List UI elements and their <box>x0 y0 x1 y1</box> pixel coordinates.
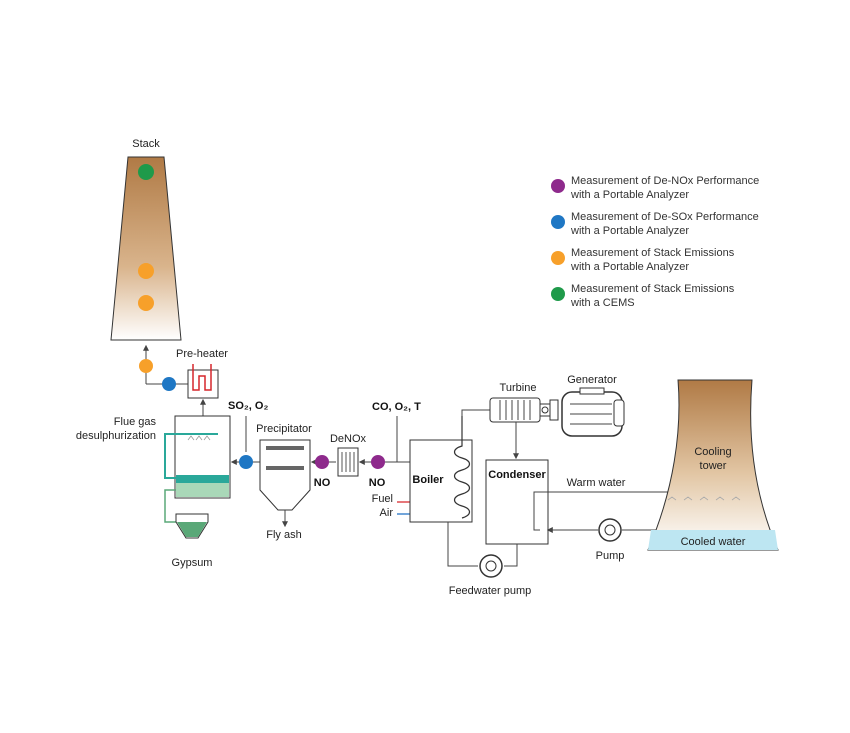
fly-ash-label: Fly ash <box>266 529 301 541</box>
fgd-slurry <box>176 483 229 497</box>
legend-desox-line2: with a Portable Analyzer <box>570 225 689 237</box>
preheater-outlet-point <box>162 377 176 391</box>
fgd-liquid-band <box>176 475 229 483</box>
denox-label: DeNOx <box>330 433 367 445</box>
gypsum-fill <box>177 522 207 537</box>
condenser <box>485 459 549 545</box>
generator-endcap <box>613 399 625 427</box>
tower-spray <box>667 496 741 501</box>
legend-marker-denox <box>551 179 565 193</box>
warm-water-label: Warm water <box>567 477 626 489</box>
fgd-nozzles <box>187 435 211 441</box>
legend-denox-line1: Measurement of De-NOx Performance <box>571 175 759 187</box>
feedwater-pump-label: Feedwater pump <box>449 585 532 597</box>
fgd-to-gypsum-line <box>164 489 176 523</box>
legend: Measurement of De-NOx Performance with a… <box>551 175 759 309</box>
turbine-label: Turbine <box>500 382 537 394</box>
precipitator-label: Precipitator <box>256 423 312 435</box>
boiler-to-feedpump-line <box>447 522 478 567</box>
precipitator <box>259 439 311 511</box>
boiler-to-turbine-line <box>461 409 490 416</box>
generator-top-box <box>579 387 605 395</box>
denox-outlet-point <box>315 455 329 469</box>
legend-marker-desox <box>551 215 565 229</box>
fuel-label: Fuel <box>372 493 393 505</box>
boiler-label: Boiler <box>412 474 444 486</box>
condenser-to-feedpump-line <box>504 544 518 567</box>
generator-shaft <box>549 399 559 421</box>
legend-stack-cems-line1: Measurement of Stack Emissions <box>571 283 735 295</box>
fgd-recirculation <box>164 433 218 479</box>
boiler-coil <box>453 416 471 519</box>
cooled-water-basin <box>648 530 778 550</box>
cooling-pump-impeller <box>604 524 616 536</box>
legend-desox-line1: Measurement of De-SOx Performance <box>571 211 759 223</box>
legend-marker-stack-portable <box>551 251 565 265</box>
boiler <box>409 439 473 523</box>
no-left-label: NO <box>314 477 331 489</box>
denox-inlet-point <box>371 455 385 469</box>
legend-stack-portable-line1: Measurement of Stack Emissions <box>571 247 735 259</box>
co-o2-t-label: CO, O₂, T <box>372 401 421 413</box>
legend-denox-line2: with a Portable Analyzer <box>570 189 689 201</box>
precipitator-plate-top <box>266 446 304 450</box>
fgd-label-line2: desulphurization <box>76 430 156 442</box>
cooling-tower-label-line1: Cooling <box>694 446 731 458</box>
legend-stack-portable-line2: with a Portable Analyzer <box>570 261 689 273</box>
preheater-label: Pre-heater <box>176 348 228 360</box>
stack-portable-point-2 <box>138 295 154 311</box>
coupling-hub <box>541 406 549 414</box>
turbine <box>489 397 541 423</box>
condenser-label: Condenser <box>488 469 546 481</box>
precipitator-plate-bottom <box>266 466 304 470</box>
stack-label: Stack <box>132 138 160 150</box>
denox-unit <box>337 447 359 477</box>
feedwater-pump-impeller <box>485 560 497 572</box>
stack-inlet-point <box>139 359 153 373</box>
cooling-tower-label-line2: tower <box>700 460 727 472</box>
no-right-label: NO <box>369 477 386 489</box>
warm-water-line <box>533 491 720 531</box>
legend-stack-cems-line2: with a CEMS <box>570 297 635 309</box>
preheater-coil <box>192 364 212 391</box>
generator-label: Generator <box>567 374 617 386</box>
pump-label: Pump <box>596 550 625 562</box>
legend-marker-stack-cems <box>551 287 565 301</box>
stack <box>110 156 182 341</box>
gypsum-label: Gypsum <box>172 557 213 569</box>
fgd-inlet-point <box>239 455 253 469</box>
stack-cems-point <box>138 164 154 180</box>
cooled-water-label: Cooled water <box>681 536 746 548</box>
fgd-label-line1: Flue gas <box>114 416 157 428</box>
so2-o2-label: SO₂, O₂ <box>228 400 268 412</box>
air-label: Air <box>380 507 394 519</box>
stack-portable-point-1 <box>138 263 154 279</box>
